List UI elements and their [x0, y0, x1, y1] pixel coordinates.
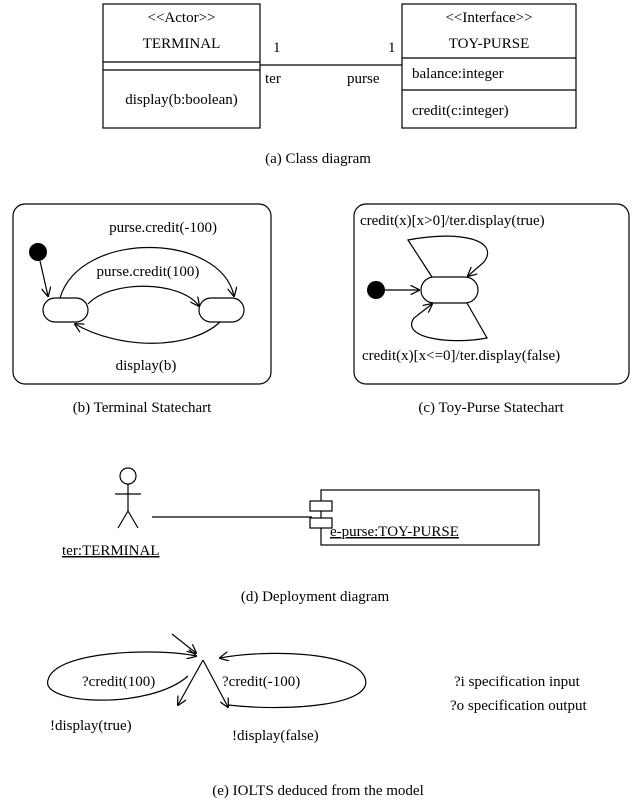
deployment-diagram: ter:TERMINAL e-purse:TOY-PURSE (d) Deplo…	[62, 467, 540, 605]
right-input-credit-minus100	[220, 653, 367, 709]
actor-operation: display(b:boolean)	[125, 92, 237, 108]
class-diagram: <<Actor>> TERMINAL display(b:boolean) <<…	[102, 3, 577, 167]
left-input-credit-100	[47, 652, 196, 701]
assoc-right-multiplicity: 1	[388, 40, 396, 56]
interface-class-box: <<Interface>> TOY-PURSE balance:integer …	[401, 3, 577, 129]
caption-a: (a) Class diagram	[265, 151, 371, 167]
actor-instance-label: ter:TERMINAL	[62, 543, 159, 559]
caption-e: (e) IOLTS deduced from the model	[212, 783, 423, 799]
initial-arrow	[171, 633, 196, 653]
label-credit-negative: credit(x)[x<=0]/ter.display(false)	[362, 348, 560, 364]
caption-c: (c) Toy-Purse Statechart	[418, 400, 564, 416]
self-loop-positive	[407, 235, 489, 277]
caption-b: (b) Terminal Statechart	[73, 400, 212, 416]
label-credit-positive: credit(x)[x>0]/ter.display(true)	[360, 213, 545, 229]
interface-operation: credit(c:integer)	[412, 103, 509, 119]
assoc-left-multiplicity: 1	[273, 40, 281, 56]
actor-class-box: <<Actor>> TERMINAL display(b:boolean)	[102, 3, 261, 129]
terminal-statechart: purse.credit(-100) purse.credit(100) dis…	[12, 203, 272, 416]
initial-state-dot	[367, 281, 385, 299]
purse-state	[420, 276, 479, 304]
right-output-display-false	[202, 659, 228, 707]
label-credit-plus: purse.credit(100)	[97, 264, 200, 280]
assoc-left-role: ter	[265, 71, 281, 87]
transition-credit-plus	[87, 285, 199, 306]
component-box: e-purse:TOY-PURSE	[309, 489, 540, 546]
purse-statechart: credit(x)[x>0]/ter.display(true) credit(…	[353, 203, 630, 416]
label-display-false: !display(false)	[232, 728, 319, 744]
transition-credit-minus	[59, 247, 234, 299]
actor-stick-figure-icon	[115, 467, 141, 529]
legend-output: ?o specification output	[450, 698, 587, 714]
interface-stereotype: <<Interface>>	[445, 10, 532, 26]
label-display: display(b)	[116, 358, 177, 374]
label-credit-minus100: ?credit(-100)	[222, 674, 300, 690]
actor-class-name: TERMINAL	[143, 36, 221, 52]
label-credit-minus: purse.credit(-100)	[109, 220, 217, 236]
terminal-state-1	[42, 297, 89, 323]
iolts-diagram: ?credit(100) ?credit(-100) !display(true…	[47, 633, 587, 799]
self-loop-negative	[411, 303, 488, 342]
interface-attribute: balance:integer	[412, 66, 504, 82]
terminal-state-2	[198, 297, 245, 323]
interface-class-name: TOY-PURSE	[449, 36, 530, 52]
transition-display	[75, 321, 221, 344]
label-display-true: !display(true)	[50, 718, 132, 734]
component-instance-label: e-purse:TOY-PURSE	[330, 524, 459, 540]
actor-stereotype: <<Actor>>	[148, 10, 216, 26]
legend-input: ?i specification input	[454, 674, 581, 690]
label-credit-100: ?credit(100)	[82, 674, 155, 690]
initial-state-dot	[29, 243, 47, 261]
left-output-display-true	[178, 659, 204, 705]
caption-d: (d) Deployment diagram	[241, 589, 390, 605]
assoc-right-role: purse	[347, 71, 380, 87]
